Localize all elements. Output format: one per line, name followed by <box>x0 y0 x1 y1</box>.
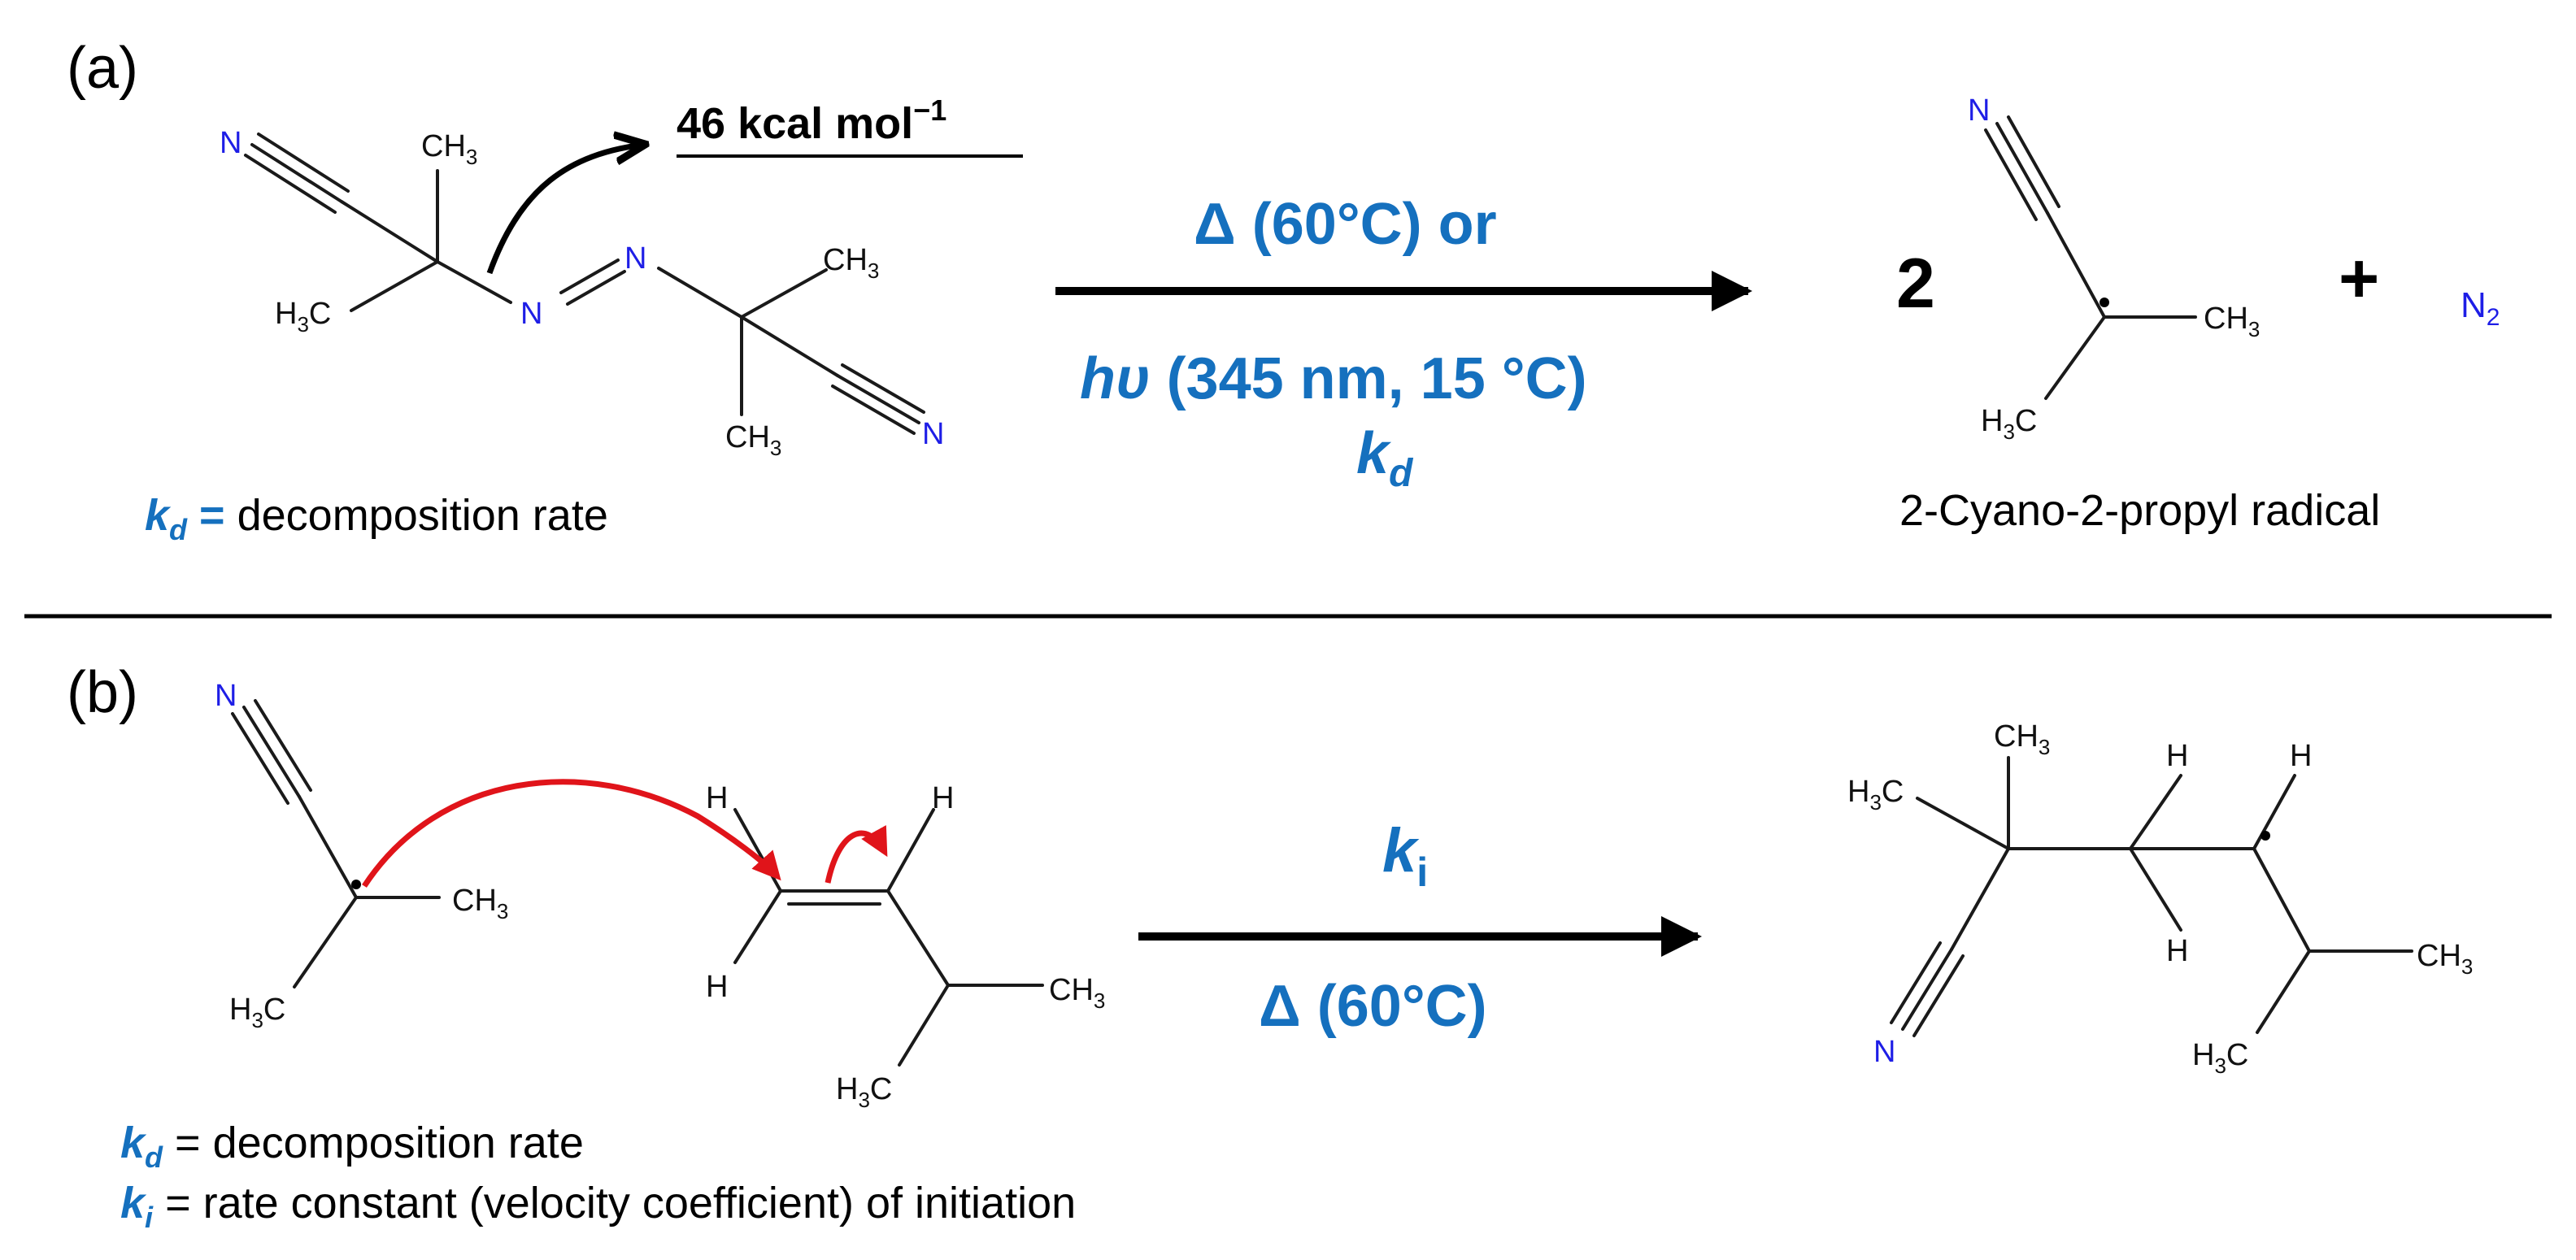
atom-h3c-product: H3C <box>1981 404 2037 444</box>
legend-b-ki: ki = rate constant (velocity coefficient… <box>120 1179 1076 1234</box>
atom-h-prod-1: H <box>2166 739 2188 773</box>
panel-b-label: (b) <box>67 660 138 725</box>
radical-dot-b <box>351 880 361 889</box>
cyanopropyl-radical: N CH3 H3C <box>1968 93 2260 444</box>
atom-n-prod: N <box>1873 1035 1895 1069</box>
panel-a: (a) N CH3 H3C N <box>67 36 2500 546</box>
aibn-molecule: N CH3 H3C N N CH3 CH3 N <box>220 126 944 460</box>
atom-n-azo-1: N <box>520 297 542 331</box>
atom-h3c-prod-left: H3C <box>1847 775 1904 815</box>
atom-n-product: N <box>1968 93 1990 128</box>
energy-label: 46 kcal mol−1 <box>677 93 946 148</box>
radical-dot-product <box>2261 831 2270 841</box>
condition-heat-or: Δ (60°C) or <box>1194 192 1497 257</box>
atom-ch3-b-radical: CH3 <box>452 884 508 923</box>
atom-ch3-top: CH3 <box>421 129 477 169</box>
alkene-monomer: H H H CH3 H3C <box>706 781 1105 1112</box>
atom-ch3-prod-right: CH3 <box>2417 939 2473 979</box>
panel-a-label: (a) <box>67 36 138 101</box>
atom-n-b-radical: N <box>215 679 237 713</box>
atom-h3c-left: H3C <box>275 297 331 337</box>
red-arrow-attack <box>362 779 781 888</box>
radical-dot <box>2100 298 2109 307</box>
atom-h-alkene-1: H <box>706 781 728 815</box>
radical-reactant: N CH3 H3C <box>215 679 508 1032</box>
atom-ch3-right: CH3 <box>823 243 879 283</box>
atom-ch3-product: CH3 <box>2204 302 2260 341</box>
atom-h3c-prod-bottom: H3C <box>2192 1038 2248 1078</box>
atom-n-right: N <box>922 417 944 451</box>
condition-heat-b: Δ (60°C) <box>1259 974 1487 1039</box>
stoich-coefficient: 2 <box>1896 245 1935 323</box>
red-arrow-pi <box>825 825 888 884</box>
atom-h3c-b-radical: H3C <box>229 993 285 1032</box>
atom-h-alkene-2: H <box>706 970 728 1004</box>
atom-h-prod-3: H <box>2290 739 2312 773</box>
atom-h-prod-2: H <box>2166 934 2188 968</box>
cleavage-curved-arrow <box>486 145 642 275</box>
panel-b: (b) N CH3 H3C H H H CH3 <box>67 660 2473 1234</box>
legend-a-kd: kd = decomposition rate <box>145 491 608 546</box>
rate-ki-b: ki <box>1382 816 1428 895</box>
plus-sign: + <box>2339 240 2379 318</box>
adduct-radical: CH3 H3C H H H CH3 H3C N <box>1847 719 2473 1078</box>
atom-ch3-prod-top: CH3 <box>1994 719 2050 759</box>
atom-n-azo-2: N <box>624 241 646 276</box>
rate-kd-a: kd <box>1356 421 1414 495</box>
atom-n-left: N <box>220 126 242 160</box>
legend-b-kd: kd = decomposition rate <box>120 1119 584 1174</box>
atom-h3c-alkene: H3C <box>836 1072 892 1112</box>
condition-light: hυ (345 nm, 15 °C) <box>1080 346 1587 411</box>
atom-ch3-bottom: CH3 <box>725 420 781 460</box>
atom-h-alkene-3: H <box>932 781 954 815</box>
atom-ch3-alkene: CH3 <box>1049 973 1105 1013</box>
n2-product: N2 <box>2461 285 2500 331</box>
product-name: 2-Cyano-2-propyl radical <box>1899 486 2380 535</box>
